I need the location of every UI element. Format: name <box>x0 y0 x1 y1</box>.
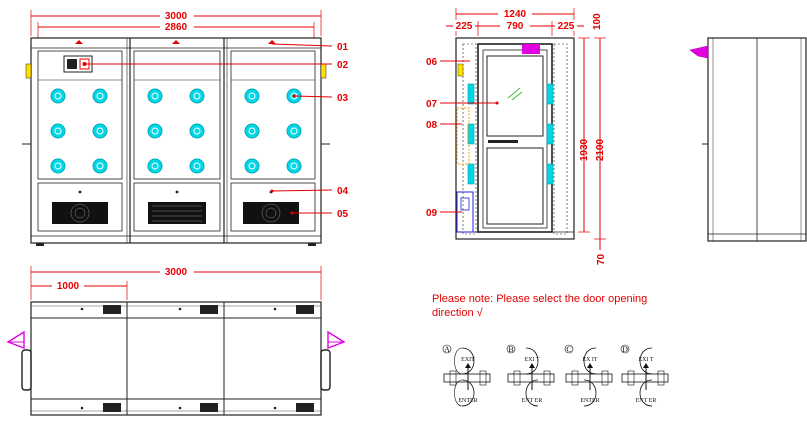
door-direction-note: Please note: Please select the door open… <box>432 293 648 319</box>
callout-07: 07 <box>426 99 438 110</box>
right-side-view <box>689 37 807 242</box>
callout-01: 01 <box>337 42 349 53</box>
top-view: 3000 1000 <box>6 266 346 416</box>
callout-09: 09 <box>426 208 438 219</box>
door-option-d-exit: EXI T <box>638 357 653 363</box>
top-dim-module: 1000 <box>57 281 80 292</box>
door-option-b-enter: ENT ER <box>522 398 543 404</box>
front-view: 3000 2860 <box>22 10 349 246</box>
door-option-c-id: C <box>566 345 571 354</box>
side-dim-door-height: 1930 <box>579 138 590 161</box>
door-option-d-id: D <box>622 345 628 354</box>
side-dim-right: 225 <box>558 21 575 32</box>
callout-05: 05 <box>337 209 349 220</box>
door-option-c-enter: ENTER <box>580 398 599 404</box>
door-option-d-enter: ENT ER <box>636 398 657 404</box>
front-dim-inner: 2860 <box>165 22 188 33</box>
door-options: A EXIT ENTER B EXI T ENT ER <box>442 344 669 407</box>
top-dim-total: 3000 <box>165 267 188 278</box>
callout-08: 08 <box>426 120 438 131</box>
side-dim-left: 225 <box>456 21 473 32</box>
door-option-a-exit: EXIT <box>461 357 475 363</box>
callout-04: 04 <box>337 186 349 197</box>
door-option-c[interactable]: C EX IT ENTER <box>564 344 613 407</box>
callout-06: 06 <box>426 57 438 68</box>
callout-02: 02 <box>337 60 349 71</box>
front-dim-total: 3000 <box>165 11 188 22</box>
side-dim-top: 100 <box>592 13 603 30</box>
side-dim-door: 790 <box>507 21 524 32</box>
side-view: 1240 225 790 225 100 <box>426 8 607 265</box>
side-dim-bottom: 70 <box>596 253 607 265</box>
door-option-b[interactable]: B EXI T ENT ER <box>506 344 555 407</box>
side-dim-total: 1240 <box>504 9 527 20</box>
side-dim-total-height: 2100 <box>595 138 606 161</box>
door-option-b-id: B <box>508 345 513 354</box>
callout-03: 03 <box>337 93 349 104</box>
door-option-b-exit: EXI T <box>524 357 539 363</box>
door-option-a-id: A <box>444 345 450 354</box>
door-option-a[interactable]: A EXIT ENTER <box>442 344 491 407</box>
door-option-c-exit: EX IT <box>582 357 597 363</box>
door-option-d[interactable]: D EXI T ENT ER <box>620 344 669 407</box>
door-option-a-enter: ENTER <box>458 398 477 404</box>
